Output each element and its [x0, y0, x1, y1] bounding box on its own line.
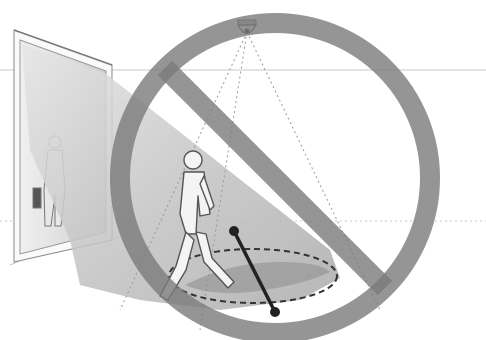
prohibited-camera-placement-diagram	[0, 0, 486, 340]
illustration-canvas	[0, 0, 486, 340]
